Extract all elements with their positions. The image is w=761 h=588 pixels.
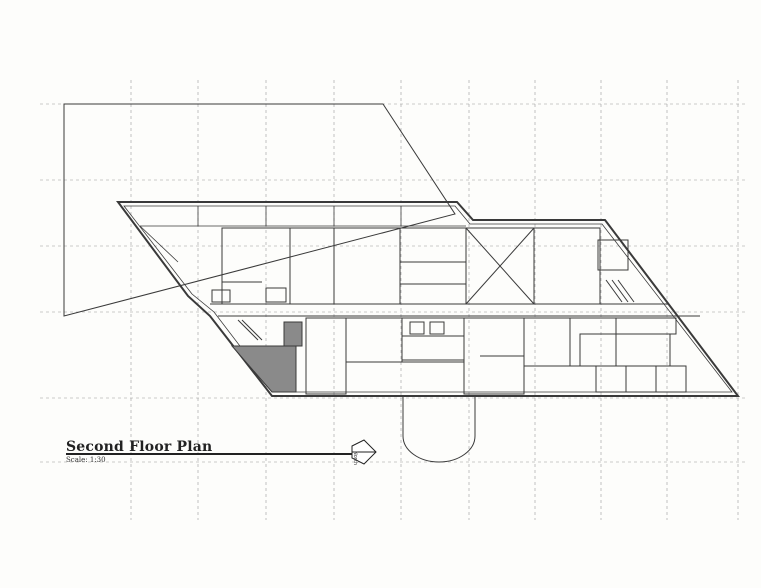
rooms-lower bbox=[237, 317, 687, 395]
plan-scale: Scale: 1:30 bbox=[66, 456, 106, 464]
north-arrow-icon bbox=[351, 439, 377, 465]
north-label: North bbox=[352, 451, 358, 465]
gallery-strip bbox=[139, 206, 466, 263]
rooms-upper bbox=[211, 227, 635, 305]
roof-outline bbox=[63, 103, 456, 317]
grid-lines bbox=[40, 80, 745, 520]
building-outline bbox=[116, 201, 741, 397]
plan-title: Second Floor Plan bbox=[66, 439, 213, 455]
entrance-arc bbox=[402, 396, 476, 463]
corridor bbox=[210, 303, 700, 317]
shaded-room bbox=[230, 321, 303, 393]
